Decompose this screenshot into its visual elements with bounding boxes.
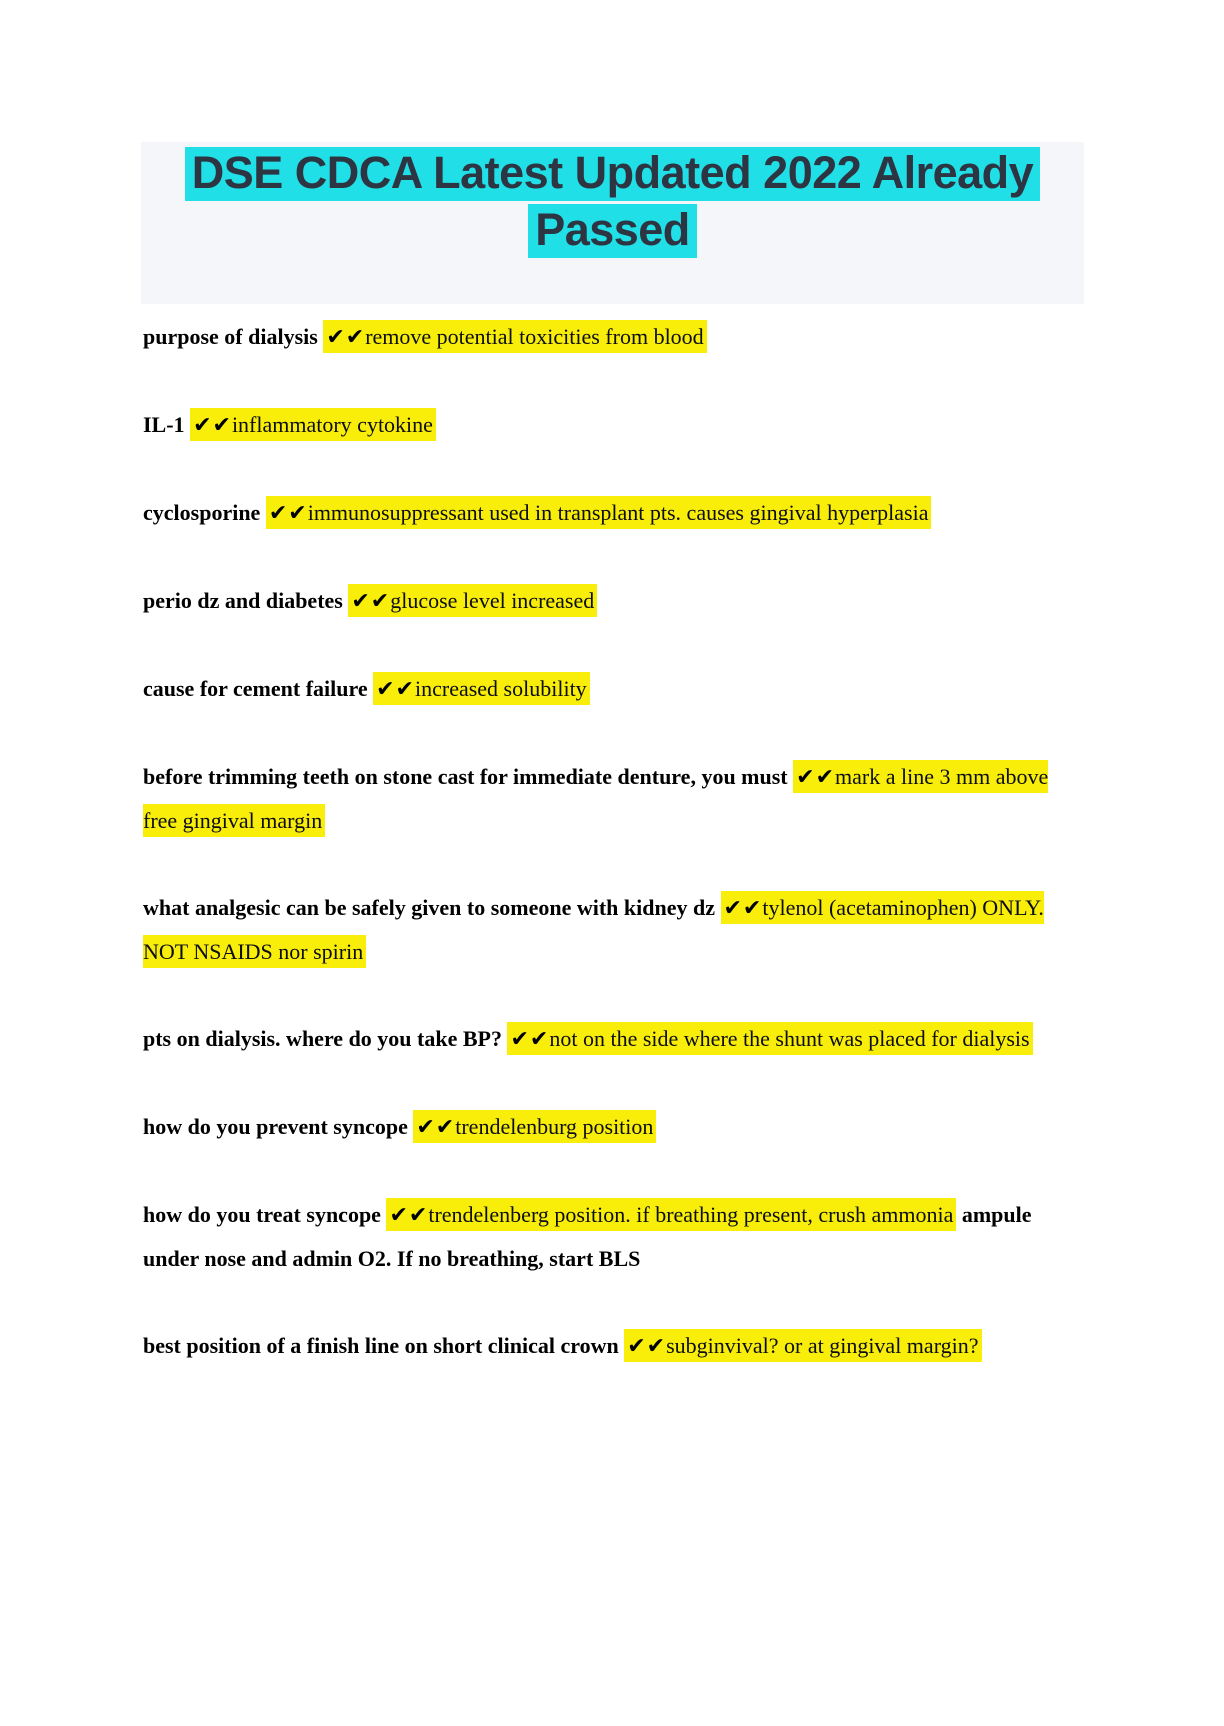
answer-highlight: ✔✔glucose level increased bbox=[348, 584, 598, 617]
qa-item: IL-1 ✔✔inflammatory cytokine bbox=[143, 403, 1084, 447]
qa-list: purpose of dialysis ✔✔remove potential t… bbox=[143, 315, 1084, 1368]
double-checkmark-icon: ✔✔ bbox=[389, 1203, 429, 1228]
double-checkmark-icon: ✔✔ bbox=[627, 1334, 667, 1359]
answer-highlight: ✔✔not on the side where the shunt was pl… bbox=[507, 1022, 1033, 1055]
double-checkmark-icon: ✔✔ bbox=[510, 1027, 550, 1052]
answer-text: inflammatory cytokine bbox=[231, 412, 433, 437]
answer-text: immunosuppressant used in transplant pts… bbox=[307, 500, 929, 525]
question-text: pts on dialysis. where do you take BP? bbox=[143, 1026, 502, 1051]
question-text: purpose of dialysis bbox=[143, 324, 318, 349]
question-text: perio dz and diabetes bbox=[143, 588, 343, 613]
answer-highlight: ✔✔trendelenberg position. if breathing p… bbox=[386, 1198, 957, 1231]
double-checkmark-icon: ✔✔ bbox=[723, 896, 763, 921]
question-text: what analgesic can be safely given to so… bbox=[143, 895, 715, 920]
answer-highlight: ✔✔inflammatory cytokine bbox=[190, 408, 436, 441]
double-checkmark-icon: ✔✔ bbox=[376, 677, 415, 702]
qa-item: pts on dialysis. where do you take BP? ✔… bbox=[143, 1017, 1084, 1061]
question-text: best position of a finish line on short … bbox=[143, 1333, 619, 1358]
answer-text: trendelenburg position bbox=[455, 1114, 654, 1139]
double-checkmark-icon: ✔✔ bbox=[193, 413, 232, 438]
answer-text: subginvival? or at gingival margin? bbox=[666, 1333, 979, 1358]
answer-text: tylenol (acetaminophen) ONLY. NOT NSAIDS… bbox=[143, 895, 1044, 964]
question-text: cause for cement failure bbox=[143, 676, 368, 701]
qa-item: what analgesic can be safely given to so… bbox=[143, 886, 1084, 973]
qa-item: before trimming teeth on stone cast for … bbox=[143, 755, 1084, 842]
question-text: before trimming teeth on stone cast for … bbox=[143, 764, 788, 789]
double-checkmark-icon: ✔✔ bbox=[268, 501, 308, 526]
double-checkmark-icon: ✔✔ bbox=[416, 1115, 456, 1140]
answer-text: not on the side where the shunt was plac… bbox=[549, 1026, 1030, 1051]
qa-item: how do you prevent syncope ✔✔trendelenbu… bbox=[143, 1105, 1084, 1149]
double-checkmark-icon: ✔✔ bbox=[351, 589, 391, 614]
qa-item: cause for cement failure ✔✔increased sol… bbox=[143, 667, 1084, 711]
qa-item: perio dz and diabetes ✔✔glucose level in… bbox=[143, 579, 1084, 623]
answer-highlight: ✔✔trendelenburg position bbox=[413, 1110, 657, 1143]
title-band: DSE CDCA Latest Updated 2022 Already Pas… bbox=[141, 142, 1084, 304]
title-line-1: DSE CDCA Latest Updated 2022 Already bbox=[184, 147, 1041, 201]
question-text: cyclosporine bbox=[143, 500, 261, 525]
answer-highlight: ✔✔remove potential toxicities from blood bbox=[323, 320, 707, 353]
question-text: how do you treat syncope bbox=[143, 1202, 381, 1227]
answer-highlight: ✔✔immunosuppressant used in transplant p… bbox=[265, 496, 932, 529]
answer-highlight: ✔✔subginvival? or at gingival margin? bbox=[624, 1329, 982, 1362]
answer-highlight: ✔✔increased solubility bbox=[373, 672, 590, 705]
answer-text: glucose level increased bbox=[390, 588, 595, 613]
question-text: IL-1 bbox=[143, 412, 185, 437]
qa-item: best position of a finish line on short … bbox=[143, 1324, 1084, 1368]
double-checkmark-icon: ✔✔ bbox=[796, 765, 836, 790]
qa-item: purpose of dialysis ✔✔remove potential t… bbox=[143, 315, 1084, 359]
answer-text: remove potential toxicities from blood bbox=[365, 324, 704, 349]
double-checkmark-icon: ✔✔ bbox=[326, 325, 366, 350]
document-title: DSE CDCA Latest Updated 2022 Already Pas… bbox=[141, 144, 1084, 258]
qa-item: cyclosporine ✔✔immunosuppressant used in… bbox=[143, 491, 1084, 535]
question-text: how do you prevent syncope bbox=[143, 1114, 408, 1139]
answer-text: trendelenberg position. if breathing pre… bbox=[428, 1202, 954, 1227]
answer-text: increased solubility bbox=[415, 676, 587, 701]
qa-item: how do you treat syncope ✔✔trendelenberg… bbox=[143, 1193, 1084, 1280]
answer-text: mark a line 3 mm above free gingival mar… bbox=[143, 764, 1049, 833]
document-page: { "header": { "title": "DSE CDCA Latest … bbox=[0, 142, 1224, 1726]
answer-tail-text: ampule under nose and admin O2. If no br… bbox=[143, 1202, 1032, 1271]
title-line-2: Passed bbox=[528, 204, 697, 258]
